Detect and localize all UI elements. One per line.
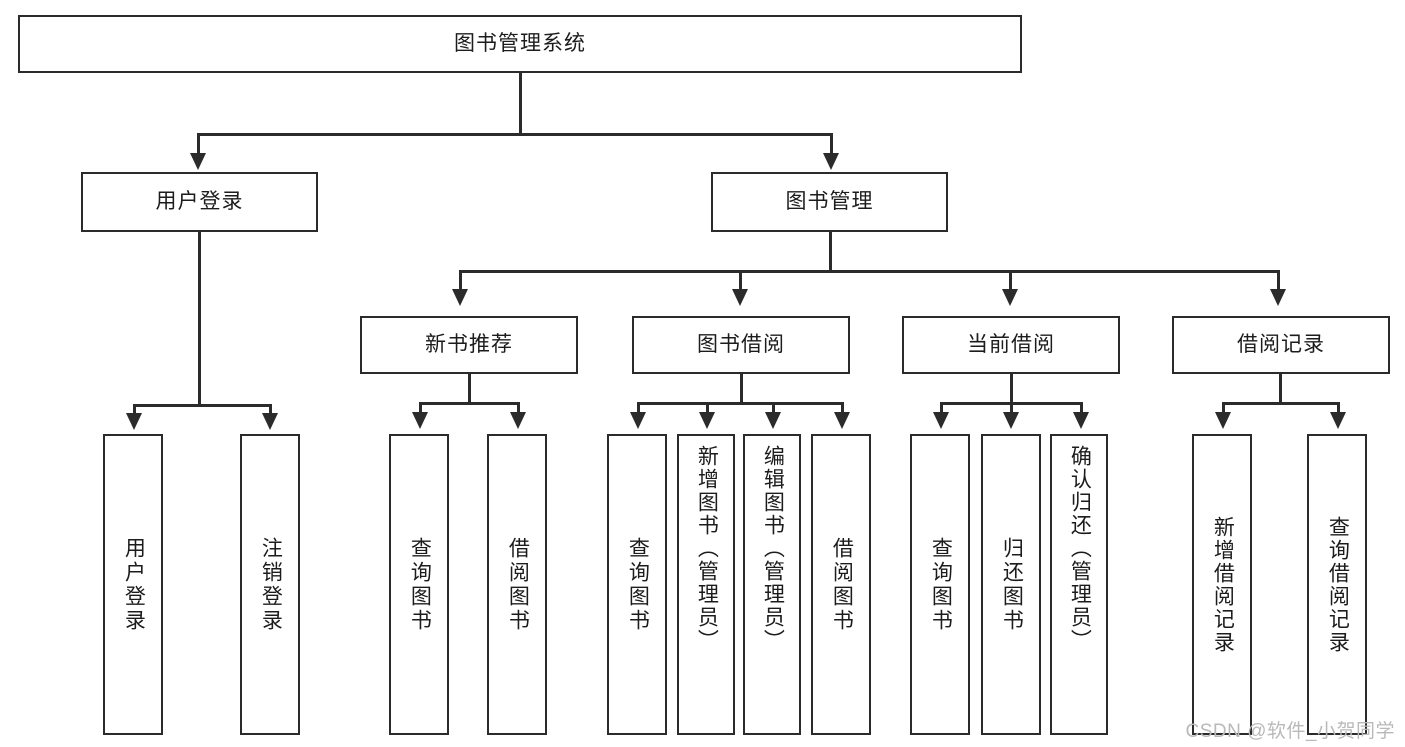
node-label: 用户登录 bbox=[155, 189, 244, 213]
connector-drop-leaf-cb-1 bbox=[1010, 402, 1013, 415]
node-label: 图书管理系统 bbox=[454, 31, 586, 55]
node-label: 查询图书 bbox=[929, 536, 953, 633]
node-label: 借阅图书 bbox=[830, 536, 854, 633]
connector-drop-leaf-br-0 bbox=[1222, 402, 1225, 415]
node-root-system[interactable]: 图书管理系统 bbox=[18, 15, 1022, 73]
arrow-leaf-cb-1 bbox=[1003, 412, 1019, 429]
node-user-login[interactable]: 用户登录 bbox=[81, 172, 318, 232]
connector-drop-new-book bbox=[459, 270, 462, 292]
node-label: 编辑图书（管理员） bbox=[761, 445, 785, 652]
connector-drop-leaf-cb-0 bbox=[940, 402, 943, 415]
node-current-borrow[interactable]: 当前借阅 bbox=[902, 316, 1120, 374]
node-label: 新增借阅记录 bbox=[1211, 515, 1235, 654]
leaf-logout[interactable]: 注销登录 bbox=[240, 434, 300, 735]
arrow-leaf-br-1 bbox=[1330, 412, 1346, 429]
arrow-leaf-br-0 bbox=[1215, 412, 1231, 429]
node-book-borrow[interactable]: 图书借阅 bbox=[632, 316, 850, 374]
leaf-user-login[interactable]: 用户登录 bbox=[103, 434, 163, 735]
arrow-user-login bbox=[190, 153, 206, 170]
node-label: 注销登录 bbox=[259, 536, 283, 633]
node-label: 新书推荐 bbox=[425, 332, 513, 356]
arrow-leaf-new-book-0 bbox=[412, 412, 428, 429]
node-label: 当前借阅 bbox=[967, 332, 1055, 356]
arrow-book-borrow bbox=[732, 289, 748, 306]
leaf-borrow-book[interactable]: 借阅图书 bbox=[811, 434, 871, 735]
node-new-book-recommend[interactable]: 新书推荐 bbox=[360, 316, 578, 374]
node-label: 图书借阅 bbox=[697, 332, 785, 356]
connector-book-borrow-stem bbox=[740, 374, 743, 404]
node-book-management[interactable]: 图书管理 bbox=[711, 172, 948, 232]
arrow-leaf-cb-2 bbox=[1073, 412, 1089, 429]
leaf-query-borrow-record[interactable]: 查询借阅记录 bbox=[1307, 434, 1367, 735]
arrow-leaf-user-login-1 bbox=[262, 413, 278, 430]
leaf-query-book-borrow[interactable]: 查询图书 bbox=[607, 434, 667, 735]
connector-drop-current-borrow bbox=[1009, 270, 1012, 292]
connector-root-stem bbox=[519, 73, 522, 135]
arrow-leaf-new-book-1 bbox=[510, 412, 526, 429]
connector-root-bus bbox=[197, 133, 832, 136]
node-label: 归还图书 bbox=[1000, 536, 1024, 633]
leaf-add-book-admin[interactable]: 新增图书（管理员） bbox=[677, 434, 735, 735]
arrow-borrow-record bbox=[1270, 289, 1286, 306]
connector-new-book-stem bbox=[468, 374, 471, 404]
connector-user-login-stem bbox=[198, 232, 201, 406]
connector-book-mgmt-stem bbox=[829, 232, 832, 272]
connector-borrow-record-stem bbox=[1279, 374, 1282, 404]
connector-borrow-record-bus bbox=[1222, 402, 1337, 405]
arrow-leaf-cb-0 bbox=[933, 412, 949, 429]
connector-drop-book-mgmt bbox=[830, 133, 833, 156]
connector-book-borrow-bus bbox=[637, 402, 843, 405]
node-label: 查询图书 bbox=[408, 536, 432, 633]
connector-drop-leaf-new-book-1 bbox=[517, 402, 520, 415]
arrow-current-borrow bbox=[1002, 289, 1018, 306]
connector-current-borrow-stem bbox=[1010, 374, 1013, 404]
arrow-leaf-bb-2 bbox=[765, 412, 781, 429]
arrow-book-mgmt bbox=[823, 153, 839, 170]
node-label: 确认归还（管理员） bbox=[1068, 445, 1092, 652]
node-label: 用户登录 bbox=[122, 536, 146, 633]
node-label: 查询借阅记录 bbox=[1326, 515, 1350, 654]
connector-drop-leaf-user-login-1 bbox=[269, 404, 272, 416]
connector-drop-borrow-record bbox=[1277, 270, 1280, 292]
leaf-query-book-newrec[interactable]: 查询图书 bbox=[389, 434, 449, 735]
leaf-confirm-return-admin[interactable]: 确认归还（管理员） bbox=[1050, 434, 1108, 735]
connector-new-book-bus bbox=[419, 402, 517, 405]
connector-drop-leaf-bb-3 bbox=[841, 402, 844, 415]
node-label: 新增图书（管理员） bbox=[695, 445, 719, 652]
connector-drop-leaf-br-1 bbox=[1337, 402, 1340, 415]
arrow-new-book bbox=[452, 289, 468, 306]
arrow-leaf-bb-0 bbox=[630, 412, 646, 429]
node-label: 借阅记录 bbox=[1237, 332, 1325, 356]
leaf-return-book[interactable]: 归还图书 bbox=[981, 434, 1041, 735]
connector-drop-leaf-cb-2 bbox=[1080, 402, 1083, 415]
node-label: 查询图书 bbox=[626, 536, 650, 633]
leaf-add-borrow-record[interactable]: 新增借阅记录 bbox=[1192, 434, 1252, 735]
connector-drop-user-login bbox=[197, 133, 200, 156]
connector-user-login-bus bbox=[133, 404, 271, 407]
leaf-edit-book-admin[interactable]: 编辑图书（管理员） bbox=[743, 434, 801, 735]
node-label: 借阅图书 bbox=[506, 536, 530, 633]
connector-drop-leaf-bb-0 bbox=[637, 402, 640, 415]
connector-drop-leaf-new-book-0 bbox=[419, 402, 422, 415]
arrow-leaf-bb-3 bbox=[834, 412, 850, 429]
arrow-leaf-user-login-0 bbox=[126, 413, 142, 430]
connector-level3-bus bbox=[459, 270, 1278, 273]
connector-drop-leaf-bb-1 bbox=[706, 402, 709, 415]
arrow-leaf-bb-1 bbox=[699, 412, 715, 429]
leaf-borrow-book-newrec[interactable]: 借阅图书 bbox=[487, 434, 547, 735]
connector-drop-book-borrow bbox=[739, 270, 742, 292]
node-borrow-record[interactable]: 借阅记录 bbox=[1172, 316, 1390, 374]
leaf-query-book-current[interactable]: 查询图书 bbox=[910, 434, 970, 735]
connector-drop-leaf-bb-2 bbox=[772, 402, 775, 415]
connector-drop-leaf-user-login-0 bbox=[133, 404, 136, 416]
node-label: 图书管理 bbox=[785, 189, 874, 213]
